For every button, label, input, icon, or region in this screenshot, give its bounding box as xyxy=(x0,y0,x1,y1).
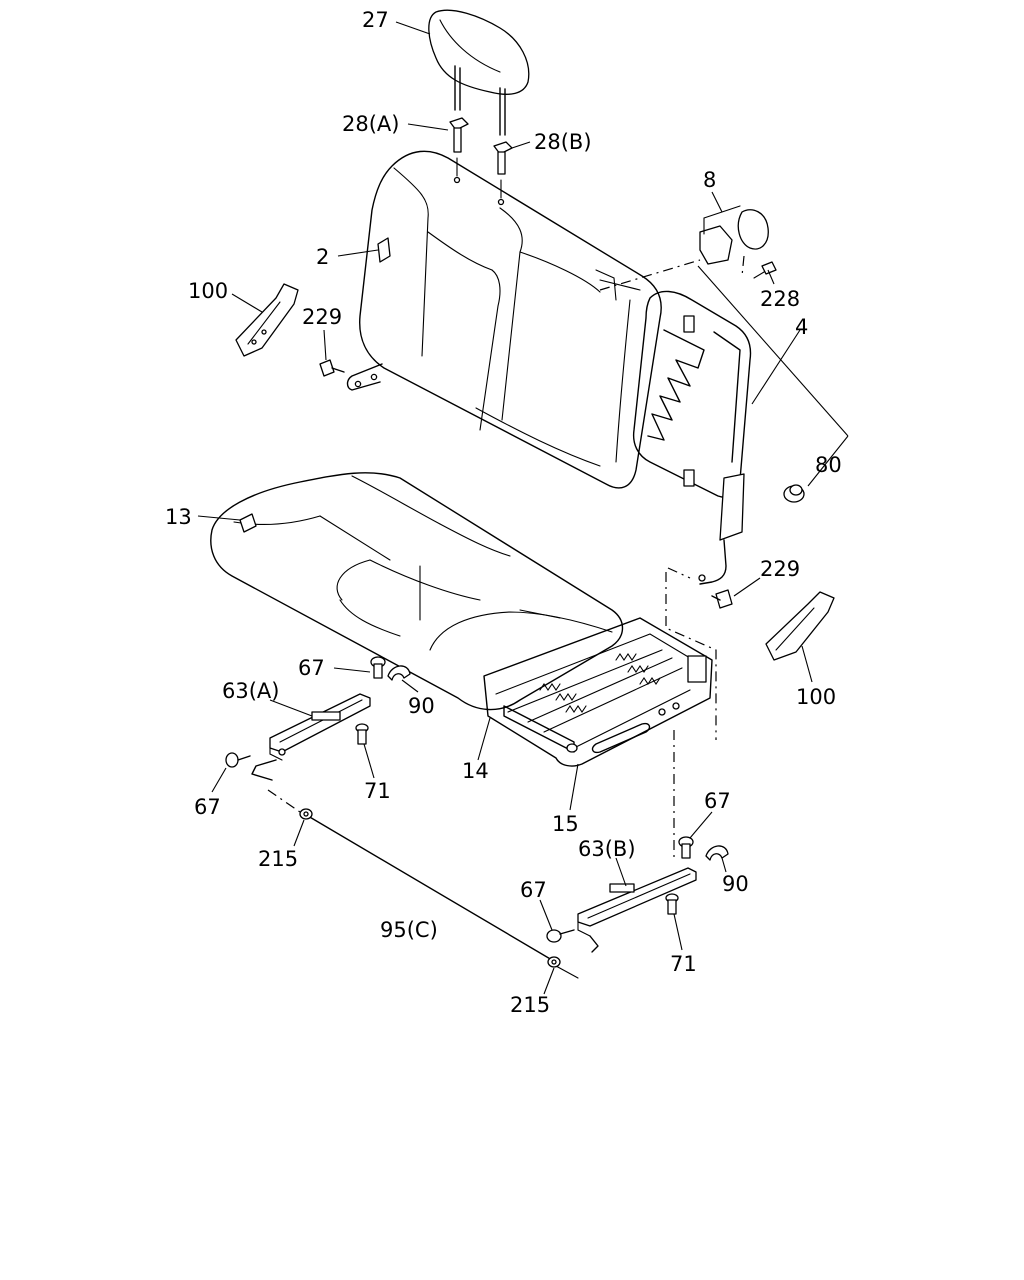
callout-228: 228 xyxy=(760,287,800,311)
callout-28a: 28(A) xyxy=(342,112,399,136)
seat-back-clip xyxy=(377,237,391,263)
grommet-215-upper xyxy=(299,808,313,820)
seat-cushion-clip xyxy=(239,513,257,533)
seat-rail-b xyxy=(577,867,697,953)
bolt-67-rail-b-side xyxy=(546,929,575,943)
callout-215-lower: 215 xyxy=(510,993,550,1017)
callout-100-left: 100 xyxy=(188,279,228,303)
seat-cushion xyxy=(210,472,624,711)
bolt-71-rail-a xyxy=(355,723,369,745)
bolt-229-upper xyxy=(319,359,345,377)
callout-95c: 95(C) xyxy=(380,918,438,942)
seat-back-cushion xyxy=(359,150,662,489)
callout-229-lower: 229 xyxy=(760,557,800,581)
callout-90-rail-a: 90 xyxy=(408,694,435,718)
seat-cushion-frame xyxy=(483,617,713,767)
callout-67-rail-a-side: 67 xyxy=(194,795,221,819)
bolt-229-lower xyxy=(711,589,733,609)
callout-63b: 63(B) xyxy=(578,837,636,861)
seat-back-frame xyxy=(599,279,752,585)
screw-dash-line xyxy=(741,255,745,277)
callout-4: 4 xyxy=(795,315,808,339)
belt-guide xyxy=(699,205,769,265)
callout-67-rail-b-side: 67 xyxy=(520,878,547,902)
bolt-67-rail-a-side xyxy=(225,752,251,768)
callout-215-upper: 215 xyxy=(258,847,298,871)
callout-67-rail-b-top: 67 xyxy=(704,789,731,813)
callout-100-right: 100 xyxy=(796,685,836,709)
callout-63a: 63(A) xyxy=(222,679,279,703)
screw-228 xyxy=(753,261,777,279)
cable-95c xyxy=(267,789,579,979)
callout-90-rail-b: 90 xyxy=(722,872,749,896)
callout-71-rail-b: 71 xyxy=(670,952,697,976)
callout-28b: 28(B) xyxy=(534,130,592,154)
seat-back-hinge-bracket xyxy=(346,363,383,391)
bolt-71-rail-b xyxy=(665,893,679,915)
headrest xyxy=(428,9,530,136)
callout-229-upper: 229 xyxy=(302,305,342,329)
callout-15: 15 xyxy=(552,812,579,836)
clip-90-rail-a xyxy=(387,665,411,681)
bracket-dash-line-a xyxy=(667,567,691,579)
bolt-67-rail-a-top xyxy=(370,656,386,679)
belt-guide-dash-line xyxy=(599,259,701,291)
callout-8: 8 xyxy=(703,168,716,192)
callout-13: 13 xyxy=(165,505,192,529)
clip-90-rail-b xyxy=(705,845,729,861)
callout-labels: 27 28(A) 28(B) 8 228 2 100 229 4 80 13 2… xyxy=(165,8,842,1017)
bracket-dash-line-b xyxy=(665,572,717,740)
headrest-guide-b xyxy=(493,141,513,206)
bracket-cover-left xyxy=(235,283,299,357)
callout-80: 80 xyxy=(815,453,842,477)
leader-lines xyxy=(197,21,849,995)
bushing-80 xyxy=(783,484,805,503)
bolt-67-rail-b-top xyxy=(678,836,694,859)
seat-rail-a xyxy=(251,693,371,781)
callout-71-rail-a: 71 xyxy=(364,779,391,803)
callout-14: 14 xyxy=(462,759,489,783)
callout-67-rail-a-top: 67 xyxy=(298,656,325,680)
callout-2: 2 xyxy=(316,245,329,269)
headrest-guide-a xyxy=(449,117,469,184)
grommet-215-lower xyxy=(547,956,561,968)
bracket-cover-right xyxy=(765,591,835,661)
callout-27: 27 xyxy=(362,8,389,32)
